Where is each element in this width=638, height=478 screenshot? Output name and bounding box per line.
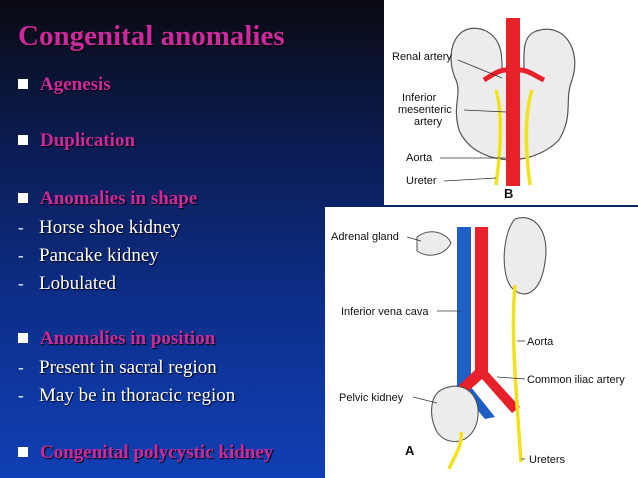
ureter-right — [524, 89, 534, 186]
square-bullet-icon — [18, 78, 28, 89]
aorta-shape — [506, 18, 520, 186]
square-bullet-icon — [18, 332, 28, 343]
dash-bullet-icon: - — [18, 358, 24, 377]
slide-title: Congenital anomalies — [18, 20, 285, 52]
label-common-iliac-artery: Common iliac artery — [527, 374, 625, 386]
bullet-duplication: Duplication — [18, 130, 135, 152]
adrenal-gland-shape — [416, 231, 452, 256]
label-inferior: Inferior — [402, 92, 437, 104]
label-mesenteric: mesenteric — [398, 104, 452, 116]
bullet-anomalies-in-shape: Anomalies in shape — [18, 188, 197, 210]
sub-horse-shoe-kidney: -Horse shoe kidney — [18, 217, 181, 238]
inferior-vena-cava-shape — [433, 227, 495, 419]
label-letter-a: A — [405, 443, 415, 458]
dash-bullet-icon: - — [18, 274, 24, 293]
label-aorta-a: Aorta — [527, 336, 554, 348]
dash-bullet-icon: - — [18, 246, 24, 265]
square-bullet-icon — [18, 134, 28, 145]
renal-artery-right — [519, 67, 546, 83]
ureter-left — [447, 431, 464, 470]
renal-artery-left — [482, 67, 507, 83]
aorta-shape — [449, 227, 520, 413]
sub-pancake-kidney: -Pancake kidney — [18, 245, 159, 266]
pelvic-kidney-illustration: Adrenal gland Inferior vena cava Aorta C… — [331, 217, 625, 470]
horseshoe-kidney-illustration: Renal artery Inferior mesenteric artery … — [392, 18, 576, 201]
dash-bullet-icon: - — [18, 218, 24, 237]
label-pelvic-kidney: Pelvic kidney — [339, 392, 404, 404]
bullet-polycystic-kidney: Congenital polycystic kidney — [18, 442, 273, 464]
dash-bullet-icon: - — [18, 386, 24, 405]
label-inferior-vena-cava: Inferior vena cava — [341, 306, 429, 318]
bullet-anomalies-in-position: Anomalies in position — [18, 328, 215, 350]
figure-pelvic-kidney: Adrenal gland Inferior vena cava Aorta C… — [325, 207, 638, 478]
kidney-normal-shape — [503, 217, 547, 295]
label-ureter: Ureter — [406, 175, 437, 187]
ureter-right — [511, 284, 523, 463]
sub-lobulated: -Lobulated — [18, 273, 117, 294]
sub-thoracic-region: -May be in thoracic region — [18, 385, 236, 406]
square-bullet-icon — [18, 446, 28, 457]
ureter-left — [494, 89, 503, 186]
pelvic-kidney-shape — [431, 385, 479, 443]
square-bullet-icon — [18, 192, 28, 203]
label-letter-b: B — [504, 186, 513, 201]
bullet-agenesis: Agenesis — [18, 74, 111, 96]
label-artery: artery — [414, 116, 443, 128]
label-aorta-b: Aorta — [406, 152, 433, 164]
label-adrenal-gland: Adrenal gland — [331, 231, 399, 243]
sub-sacral-region: -Present in sacral region — [18, 357, 217, 378]
figure-horseshoe-kidney: Renal artery Inferior mesenteric artery … — [384, 0, 638, 205]
label-renal-artery: Renal artery — [392, 51, 452, 63]
label-ureters: Ureters — [529, 454, 566, 466]
